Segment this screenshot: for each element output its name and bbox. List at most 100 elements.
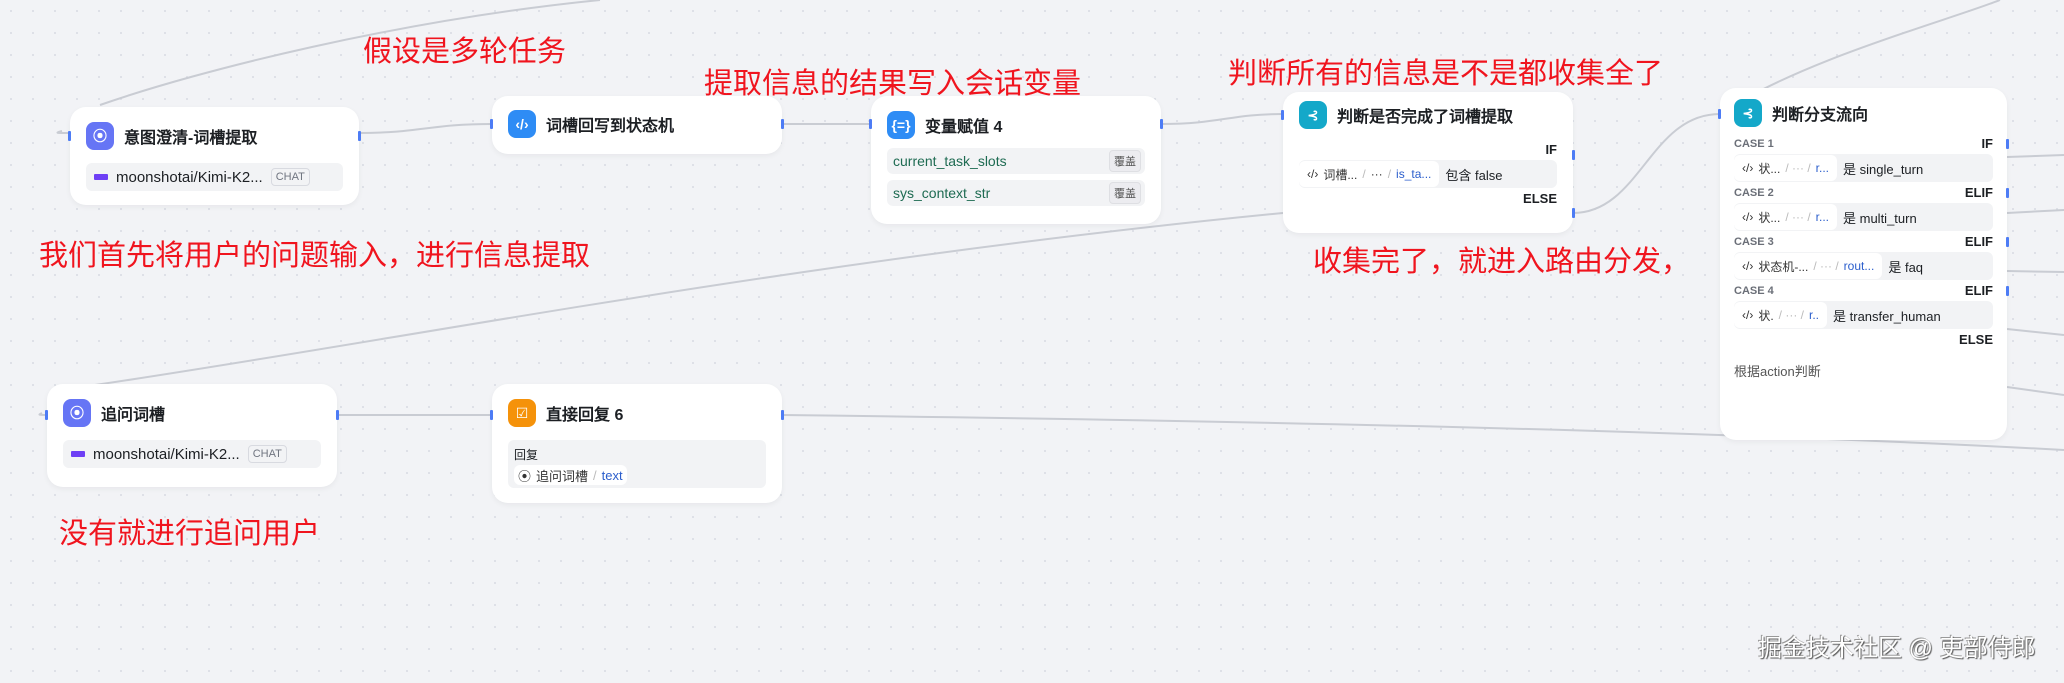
code-icon: ‹/› — [1742, 210, 1754, 224]
if-label: IF — [1545, 142, 1557, 157]
node-ask[interactable]: ⦿ 追问词槽 moonshotai/Kimi-K2... CHAT — [45, 384, 339, 487]
code-icon: ‹/› — [1742, 308, 1754, 322]
variable-name: sys_context_str — [893, 185, 991, 201]
llm-icon: ⦿ — [86, 122, 114, 150]
operator: 是 faq — [1888, 259, 1924, 275]
watermark: 掘金技术社区 @ 吏部侍郎 — [1758, 635, 2036, 662]
llm-icon: ⦿ — [63, 399, 91, 427]
mode-badge: 覆盖 — [1109, 150, 1141, 172]
node-assign[interactable]: {=} 变量赋值 4 current_task_slots 覆盖 sys_conte… — [869, 96, 1163, 224]
else-label: ELSE — [1959, 332, 1993, 347]
input-port[interactable] — [68, 131, 71, 141]
annotation: 收集完了，就进入路由分发， — [1313, 246, 1691, 278]
case-label: CASE 4 — [1734, 284, 1774, 297]
case-port[interactable] — [2006, 188, 2009, 198]
annotation: 提取信息的结果写入会话变量 — [704, 68, 1082, 100]
annotation: 我们首先将用户的问题输入，进行信息提取 — [39, 240, 591, 272]
input-port[interactable] — [1718, 109, 1721, 119]
variable: r... — [1815, 161, 1830, 175]
input-port[interactable] — [869, 119, 872, 129]
node-title: 词槽回写到状态机 — [546, 118, 675, 135]
operator: 是 multi_turn — [1843, 210, 1917, 226]
case-label: CASE 1 — [1734, 137, 1774, 150]
source: 状... — [1758, 161, 1781, 176]
variable-name: current_task_slots — [893, 153, 1007, 169]
case-port[interactable] — [2006, 139, 2009, 149]
node-reply[interactable]: ☑ 直接回复 6 回复 ⦿追问词槽/text — [490, 384, 784, 503]
output-port[interactable] — [781, 410, 784, 420]
code-icon: ‹/› — [508, 110, 536, 138]
annotation: 没有就进行追问用户 — [59, 518, 321, 550]
model-name: moonshotai/Kimi-K2... — [93, 445, 240, 463]
code-icon: ‹/› — [1307, 167, 1319, 181]
source: 追问词槽 — [536, 468, 589, 484]
llm-icon: ⦿ — [518, 468, 532, 484]
branch-icon: ⊰ — [1299, 101, 1327, 129]
case-label: CASE 2 — [1734, 186, 1774, 199]
variable-icon: {=} — [887, 111, 915, 139]
model-tag: CHAT — [270, 168, 310, 186]
input-port[interactable] — [490, 410, 493, 420]
variable-row[interactable]: sys_context_str 覆盖 — [887, 180, 1145, 206]
case-keyword: ELIF — [1965, 283, 2009, 298]
node-writeback[interactable]: ‹/› 词槽回写到状态机 — [490, 96, 784, 154]
model-icon — [71, 451, 85, 457]
model-icon — [94, 174, 108, 180]
node-title: 判断分支流向 — [1772, 107, 1869, 124]
source: 词槽... — [1323, 167, 1358, 182]
source: 状... — [1758, 210, 1781, 225]
operator: 是 single_turn — [1843, 161, 1924, 177]
case-keyword: ELIF — [1965, 234, 2009, 249]
branch-icon: ⊰ — [1734, 99, 1762, 127]
output-port[interactable] — [1160, 119, 1163, 129]
code-icon: ‹/› — [1742, 161, 1754, 175]
variable: r.. — [1809, 308, 1820, 322]
node-description: 根据action判断 — [1734, 364, 1821, 379]
node-title: 直接回复 6 — [546, 407, 624, 424]
reply-icon: ☑ — [508, 399, 536, 427]
source: 状. — [1758, 308, 1774, 323]
variable: r... — [1815, 210, 1830, 224]
input-port[interactable] — [1281, 110, 1284, 120]
model-tag: CHAT — [247, 445, 287, 463]
case-port[interactable] — [2006, 286, 2009, 296]
else-port[interactable] — [1572, 208, 1575, 218]
node-title: 意图澄清-词槽提取 — [124, 130, 258, 147]
operator: 包含 false — [1445, 167, 1503, 183]
output-port[interactable] — [358, 131, 361, 141]
case-label: CASE 3 — [1734, 235, 1774, 248]
case-port[interactable] — [2006, 237, 2009, 247]
node-title: 判断是否完成了词槽提取 — [1337, 109, 1514, 126]
reply-label: 回复 — [514, 448, 539, 462]
variable: rout... — [1843, 259, 1875, 273]
path: ··· — [1370, 167, 1383, 181]
variable: text — [601, 467, 623, 483]
model-name: moonshotai/Kimi-K2... — [116, 168, 263, 186]
else-label: ELSE — [1523, 191, 1557, 206]
if-port[interactable] — [1572, 150, 1575, 160]
node-title: 追问词槽 — [101, 407, 166, 424]
input-port[interactable] — [490, 119, 493, 129]
annotation: 判断所有的信息是不是都收集全了 — [1228, 58, 1664, 90]
condition[interactable]: ‹/›词槽.../···/is_ta...包含 false — [1299, 160, 1557, 188]
variable: is_ta... — [1396, 167, 1432, 181]
node-title: 变量赋值 4 — [925, 119, 1003, 136]
node-check[interactable]: ⊰判断是否完成了词槽提取 IF ‹/›词槽.../···/is_ta...包含 … — [1281, 92, 1575, 233]
operator: 是 transfer_human — [1833, 308, 1941, 324]
case-keyword: IF — [1981, 136, 2009, 151]
node-intent[interactable]: ⦿ 意图澄清-词槽提取 moonshotai/Kimi-K2... CHAT — [68, 107, 361, 205]
code-icon: ‹/› — [1742, 259, 1754, 273]
annotation: 假设是多轮任务 — [363, 36, 567, 68]
mode-badge: 覆盖 — [1109, 182, 1141, 204]
output-port[interactable] — [336, 410, 339, 420]
input-port[interactable] — [45, 410, 48, 420]
reply-variable[interactable]: ⦿追问词槽/text — [514, 465, 627, 485]
output-port[interactable] — [781, 119, 784, 129]
variable-row[interactable]: current_task_slots 覆盖 — [887, 148, 1145, 174]
